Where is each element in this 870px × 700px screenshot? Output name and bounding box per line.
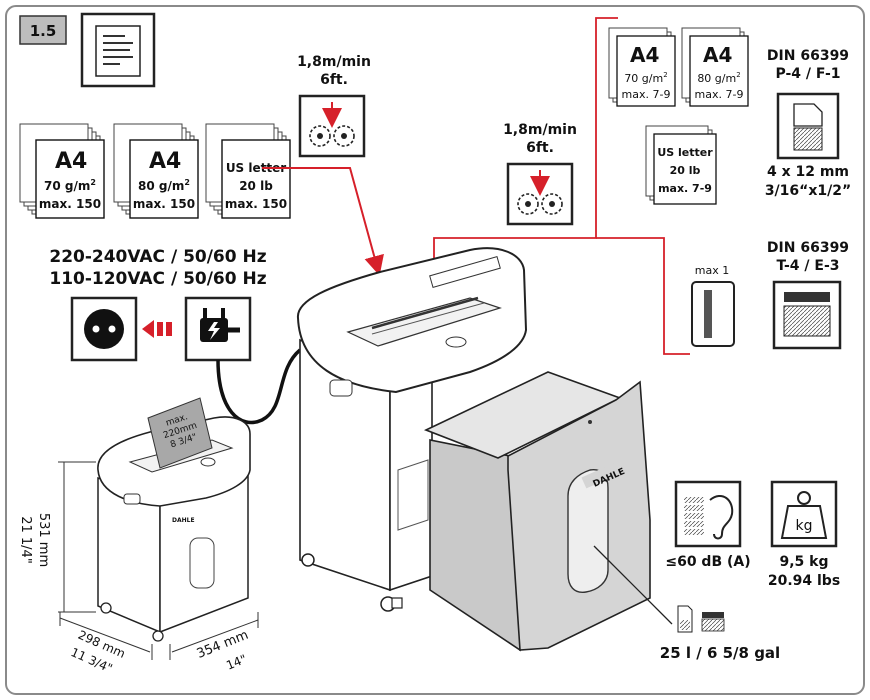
red-arrow-paper-to-shredder	[262, 167, 384, 276]
small-bin-brand: DAHLE	[172, 517, 195, 524]
speed-left-unit: 6ft.	[320, 72, 348, 88]
paper-stack-a4-80: A4 80 g/m2 max. 150	[113, 123, 199, 219]
paper-size: US letter	[226, 161, 286, 175]
micro-stack-a4-80: A4 80 g/m2 max. 7-9	[681, 27, 749, 107]
small-particle-icons	[677, 605, 725, 633]
micro-stack-a4-70: A4 70 g/m2 max. 7-9	[608, 27, 676, 107]
manual-icon	[80, 12, 156, 88]
red-plug-arrow-icon	[142, 320, 172, 338]
micro-paper-max: max. 7-9	[622, 88, 671, 101]
micro-paper-size: A4	[703, 43, 732, 67]
paper-max: max. 150	[39, 197, 101, 211]
power-line-2: 110-120VAC / 50/60 Hz	[49, 269, 266, 289]
paper-stack-us-letter: US letter 20 lb max. 150	[205, 123, 291, 219]
section-label: 1.5	[19, 15, 67, 45]
din-paper-level: P-4 / F-1	[775, 66, 840, 82]
small-paper-sheet: max. 220mm 8 3/4"	[147, 397, 213, 469]
micro-paper-max: max. 7-9	[658, 182, 712, 195]
small-shredder-body: DAHLE	[97, 416, 251, 642]
capacity-label: 25 l / 6 5/8 gal	[660, 644, 780, 662]
red-line-card-feed	[596, 237, 690, 355]
weight-kg: 9,5 kg	[779, 554, 828, 570]
capacity-leader-line	[593, 545, 673, 625]
micro-paper-max: max. 7-9	[695, 88, 744, 101]
section-number: 1.5	[30, 22, 57, 40]
bin-brand-plate	[581, 459, 627, 489]
card-shred-icon	[772, 280, 842, 350]
micro-paper-weight: 20 lb	[670, 164, 701, 177]
din-card-level: T-4 / E-3	[776, 258, 839, 274]
paper-weight: 70 g/m2	[44, 178, 96, 193]
paper-max: max. 150	[225, 197, 287, 211]
weight-icon-text: kg	[796, 518, 813, 534]
micro-stack-us-letter: US letter 20 lb max. 7-9	[645, 125, 717, 205]
dimension-lines	[58, 461, 259, 660]
paper-size: A4	[55, 149, 87, 174]
speed-right-value: 1,8m/min	[503, 122, 577, 138]
paper-weight: 80 g/m2	[138, 178, 190, 193]
power-cable	[216, 348, 302, 425]
noise-level-icon	[674, 480, 742, 548]
main-shredder-body	[296, 247, 528, 612]
gear-shredding-icon-left	[298, 94, 366, 158]
paper-stack-a4-70: A4 70 g/m2 max. 150	[19, 123, 105, 219]
micro-paper-size: US letter	[657, 146, 713, 159]
din-paper-standard: DIN 66399	[767, 48, 849, 64]
din-card-standard: DIN 66399	[767, 240, 849, 256]
height-mm: 531 mm	[36, 513, 51, 567]
weight-icon: kg	[770, 480, 838, 548]
gear-shredding-icon-right	[506, 162, 574, 226]
height-in: 21 1/4"	[18, 516, 33, 564]
cut-size-mm: 4 x 12 mm	[767, 164, 849, 180]
micro-paper-size: A4	[630, 43, 659, 67]
paper-weight: 20 lb	[239, 179, 273, 193]
card-max-label: max 1	[695, 264, 729, 277]
speed-left-value: 1,8m/min	[297, 54, 371, 70]
particle-cut-icon	[776, 92, 840, 160]
weight-lbs: 20.94 lbs	[768, 573, 840, 589]
micro-paper-weight: 80 g/m2	[697, 71, 740, 85]
cut-size-in: 3/16“x1/2”	[765, 183, 851, 199]
paper-max: max. 150	[133, 197, 195, 211]
credit-card-icon	[691, 281, 735, 347]
power-socket-icon	[70, 296, 138, 362]
noise-level-label: ≤60 dB (A)	[665, 554, 750, 570]
power-line-1: 220-240VAC / 50/60 Hz	[49, 247, 266, 267]
micro-paper-weight: 70 g/m2	[624, 71, 667, 85]
speed-right-unit: 6ft.	[526, 140, 554, 156]
power-plug-icon	[184, 296, 252, 362]
paper-size: A4	[149, 149, 181, 174]
waste-bin: DAHLE	[423, 371, 651, 652]
